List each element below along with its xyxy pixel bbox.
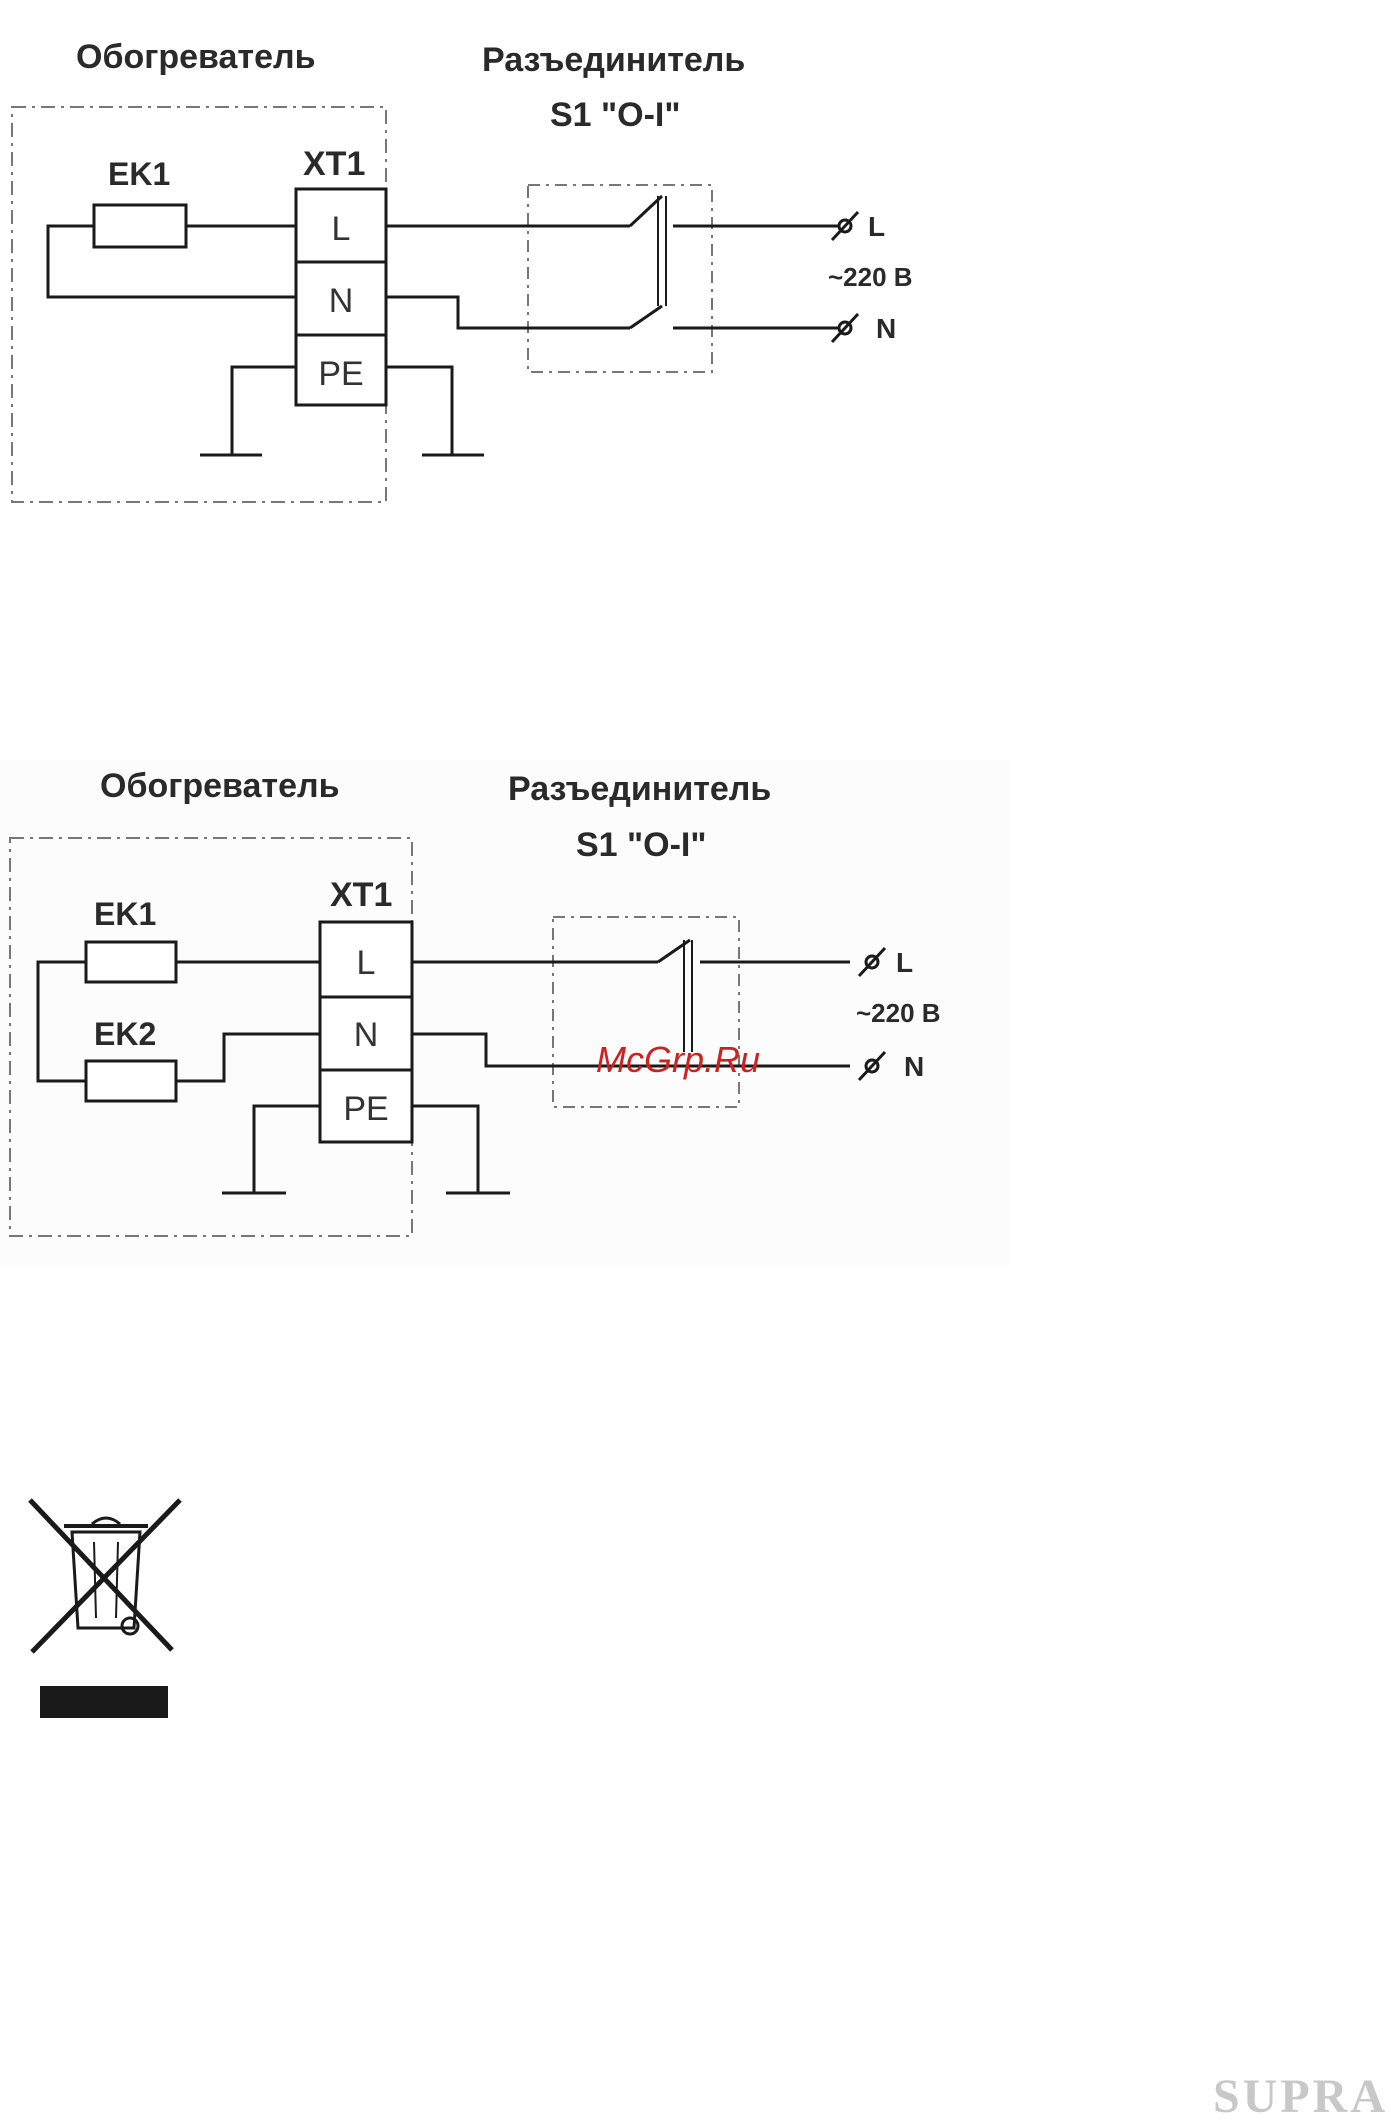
voltage-label: ~220 В — [828, 262, 913, 292]
terminal-n: N — [354, 1016, 379, 1054]
terminal-l: L — [357, 944, 376, 982]
output-n-label: N — [904, 1051, 924, 1082]
resistor-label: EK1 — [108, 156, 170, 192]
terminal-block-label: XT1 — [303, 145, 365, 183]
switch-enclosure — [528, 185, 712, 372]
terminal-pe: PE — [318, 355, 363, 393]
weee-bar — [40, 1686, 168, 1718]
resistor-label: EK2 — [94, 1016, 156, 1052]
wiring-diagram-1: Обогреватель Разъединитель S1 "O-I" EK1 … — [12, 38, 913, 502]
output-n-label: N — [876, 313, 896, 344]
terminal-n: N — [329, 282, 354, 320]
terminal-l: L — [332, 210, 351, 248]
switch-title-line2: S1 "O-I" — [550, 96, 681, 134]
brand-logo: SUPRA — [1213, 2070, 1388, 2120]
voltage-label: ~220 В — [856, 998, 941, 1028]
switch-s1 — [630, 196, 666, 328]
switch-title-line2: S1 "O-I" — [576, 826, 707, 864]
resistor-label: EK1 — [94, 896, 156, 932]
output-l-label: L — [896, 947, 913, 978]
resistor-ek2 — [86, 1061, 176, 1101]
switch-title-line1: Разъединитель — [508, 770, 771, 808]
heater-title: Обогреватель — [100, 767, 339, 805]
switch-title-line1: Разъединитель — [482, 41, 745, 79]
wiring-diagram-2: Обогреватель Разъединитель S1 "O-I" EK1 … — [0, 760, 1010, 1265]
terminal-block-label: XT1 — [330, 876, 392, 914]
weee-crossed-bin-icon — [30, 1500, 180, 1718]
resistor-ek1 — [94, 205, 186, 247]
watermark: McGrp.Ru — [596, 1039, 760, 1080]
wires — [48, 226, 840, 455]
output-l-label: L — [868, 211, 885, 242]
heater-title: Обогреватель — [76, 38, 315, 76]
terminal-pe: PE — [343, 1090, 388, 1128]
resistor-ek1 — [86, 942, 176, 982]
